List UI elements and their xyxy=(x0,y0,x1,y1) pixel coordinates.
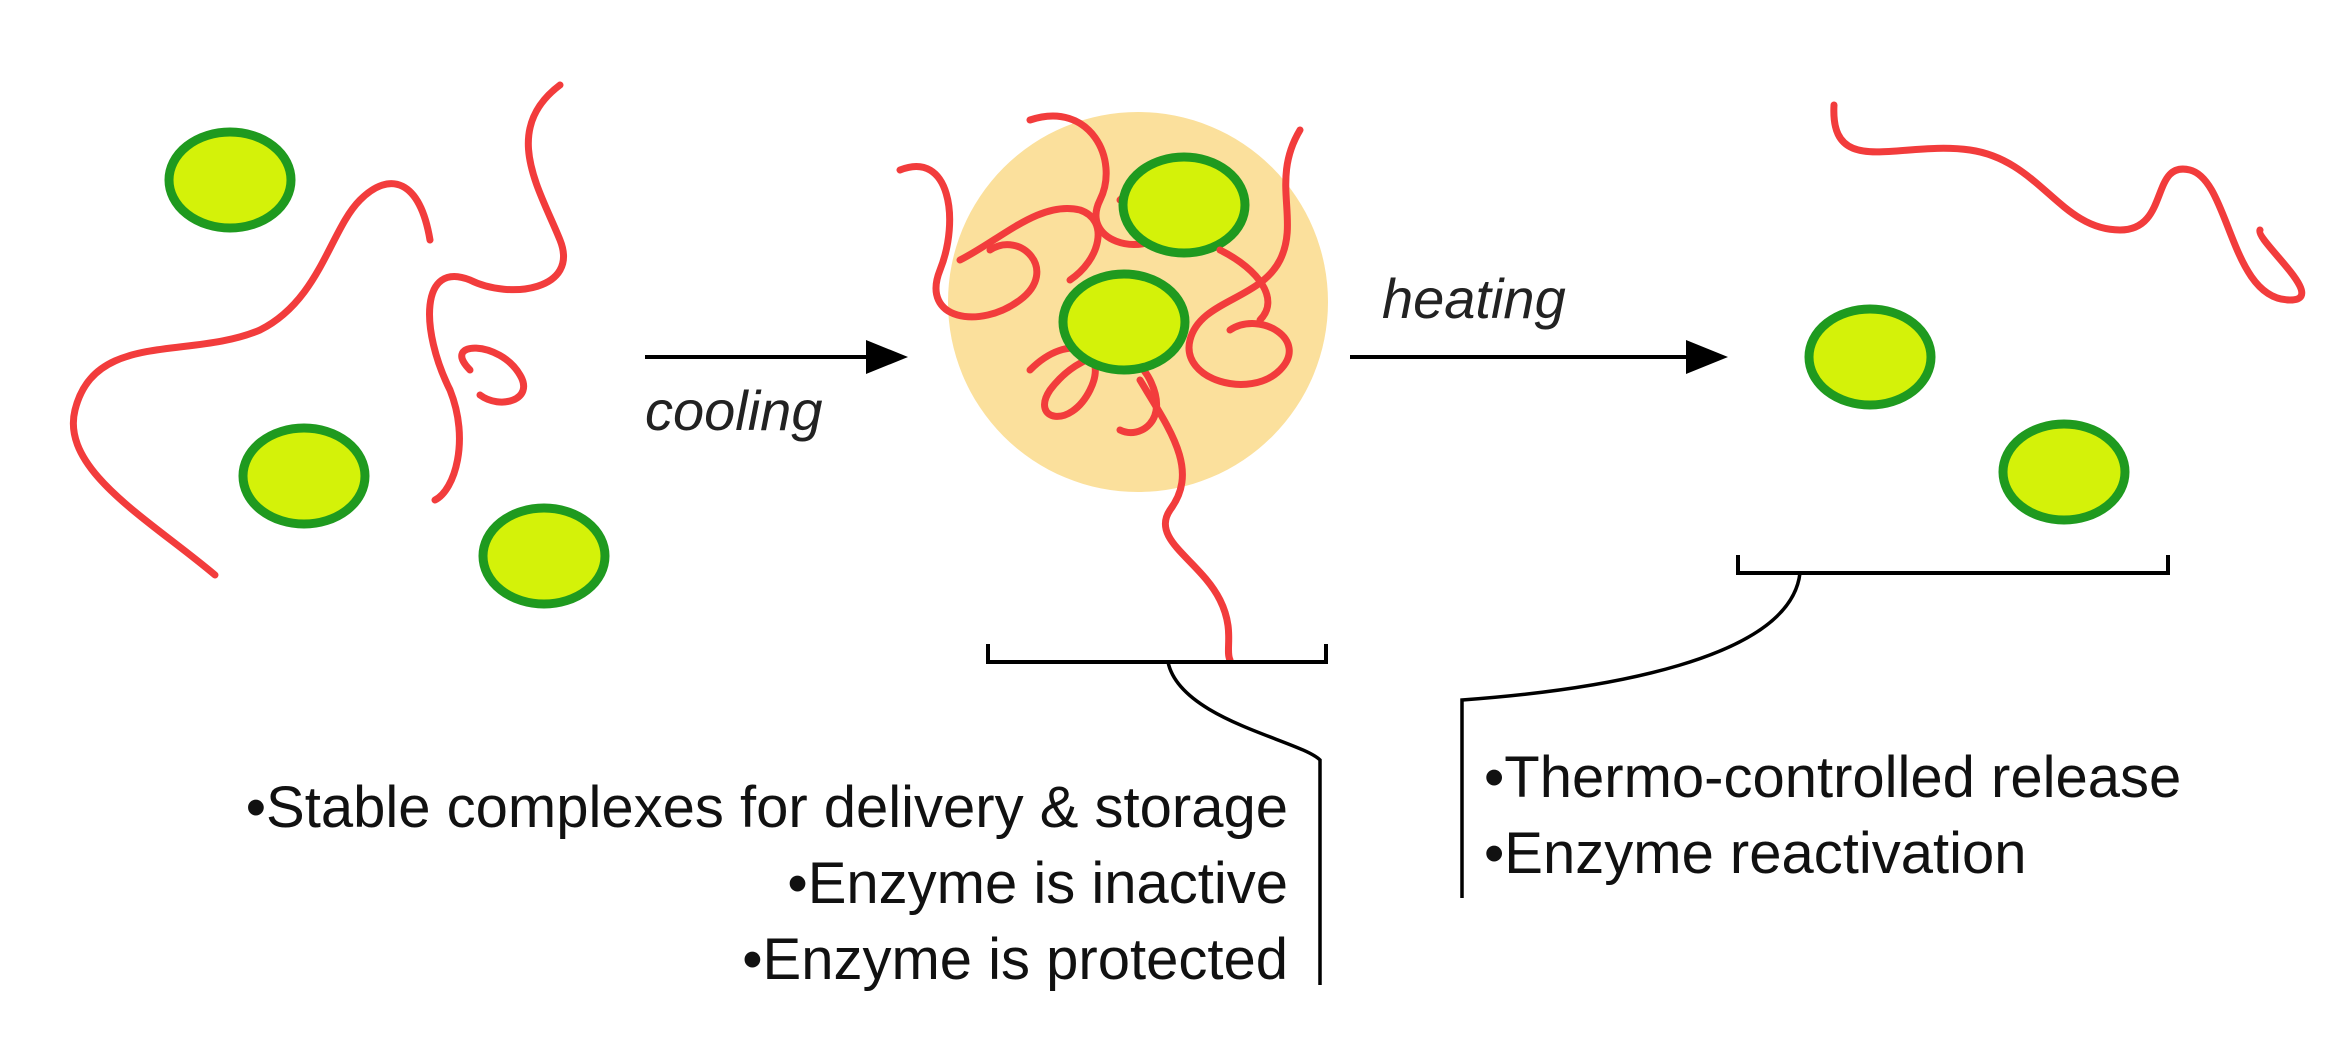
polymer-loop xyxy=(458,344,528,406)
enzyme xyxy=(1804,304,1936,410)
stage-free-mixture xyxy=(69,81,610,609)
complex-notes: •Stable complexes for delivery & storage… xyxy=(246,770,1288,998)
release-note-2: •Enzyme reactivation xyxy=(1484,821,2027,886)
polymer-chain xyxy=(956,205,1102,284)
enzyme xyxy=(238,423,370,529)
stage-complex xyxy=(896,112,1328,664)
heating-arrow: heating xyxy=(1350,267,1728,374)
polymer-chain xyxy=(1216,246,1272,324)
polymer-chain xyxy=(1136,376,1234,664)
complex-note-1: •Stable complexes for delivery & storage xyxy=(245,775,1288,840)
cooling-label: cooling xyxy=(645,379,822,442)
polymer-chain xyxy=(426,81,567,504)
polymer-chain xyxy=(1830,101,2306,304)
enzyme xyxy=(1118,152,1250,258)
release-bracket xyxy=(1460,555,2170,898)
enzyme xyxy=(478,503,610,609)
polymer-chain xyxy=(69,180,434,579)
complex-bracket xyxy=(986,644,1328,985)
heating-label: heating xyxy=(1382,267,1566,330)
polymer-chain xyxy=(896,163,1041,321)
release-notes: •Thermo-controlled release •Enzyme react… xyxy=(1484,740,2181,892)
enzyme xyxy=(1998,419,2130,525)
complex-note-2: •Enzyme is inactive xyxy=(787,851,1288,916)
polymer-chain xyxy=(1185,126,1304,388)
complex-note-3: •Enzyme is protected xyxy=(742,927,1288,992)
enzyme xyxy=(164,127,296,233)
stage-released xyxy=(1804,101,2306,525)
enzyme xyxy=(1058,269,1190,375)
release-note-1: •Thermo-controlled release xyxy=(1484,745,2182,810)
cooling-arrow: cooling xyxy=(645,340,908,442)
